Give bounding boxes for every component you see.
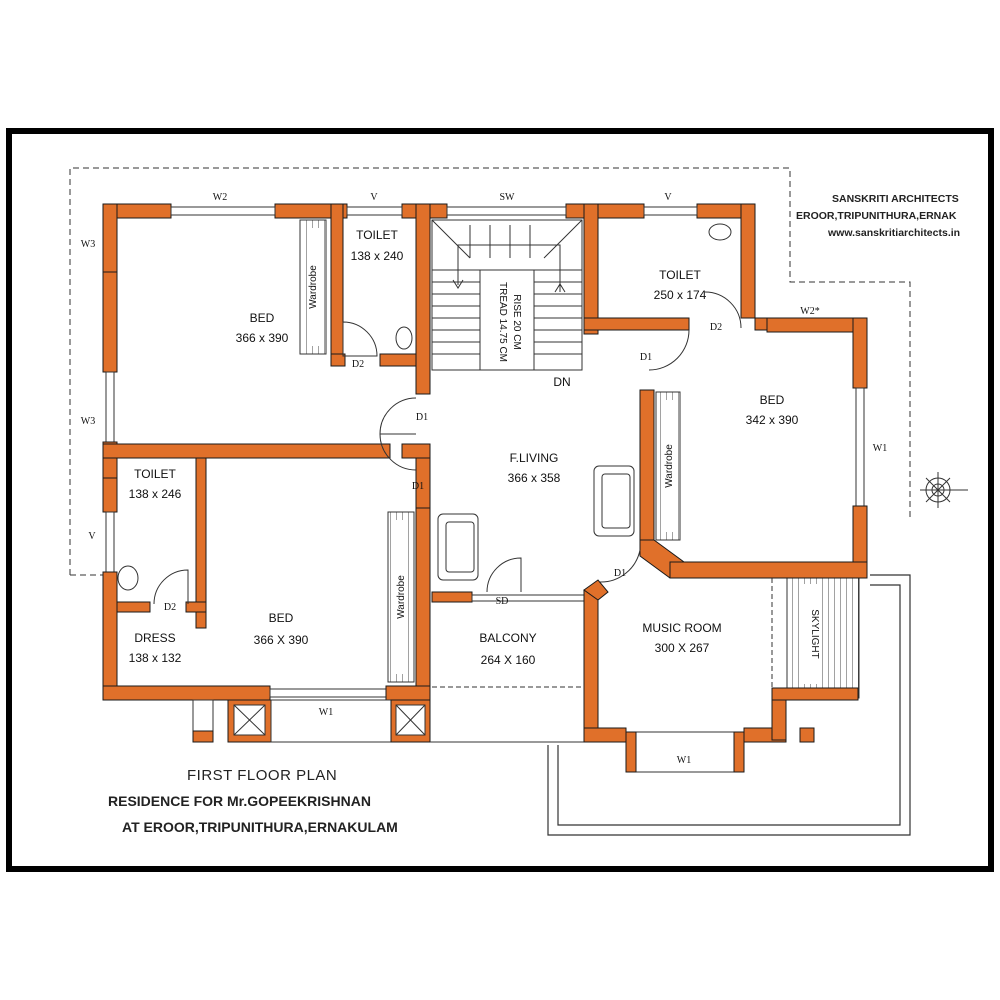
toilet2-name: TOILET <box>659 268 701 282</box>
living-name: F.LIVING <box>510 451 559 465</box>
title-line1: FIRST FLOOR PLAN <box>187 767 337 784</box>
firm-name: SANSKRITI ARCHITECTS <box>832 193 959 205</box>
window-w2-top: W2 <box>213 192 227 203</box>
bed1-size: 366 x 390 <box>236 331 289 345</box>
window-w1-bottom: W1 <box>319 707 333 718</box>
bed3-size: 366 X 390 <box>254 633 309 647</box>
north-compass-icon <box>920 472 968 508</box>
toilet1-size: 138 x 240 <box>351 249 404 263</box>
music-room-name: MUSIC ROOM <box>642 621 721 635</box>
staircase <box>431 219 583 371</box>
balcony-size: 264 X 160 <box>481 653 536 667</box>
window-w2star: W2* <box>800 306 819 317</box>
stair-rise: RISE 20 CM <box>511 294 522 350</box>
stair-tread: TREAD 14.75 CM <box>497 282 508 362</box>
door-d1-lower: D1 <box>412 481 424 492</box>
window-w3-upper: W3 <box>81 239 95 250</box>
skylight <box>786 577 860 699</box>
drawing-sheet <box>12 134 988 866</box>
title-line3: AT EROOR,TRIPUNITHURA,ERNAKULAM <box>122 819 398 835</box>
bed3-name: BED <box>269 611 294 625</box>
toilet1-name: TOILET <box>356 228 398 242</box>
fixtures <box>117 223 732 591</box>
window-sw-top: SW <box>500 192 516 203</box>
door-d1-music: D1 <box>614 568 626 579</box>
stair-down-label: DN <box>553 375 570 389</box>
toilet3-size: 138 x 246 <box>129 487 182 501</box>
living-size: 366 x 358 <box>508 471 561 485</box>
window-w3-lower: W3 <box>81 416 95 427</box>
window-w1-right: W1 <box>873 443 887 454</box>
dress-size: 138 x 132 <box>129 651 182 665</box>
door-d1-upper: D1 <box>416 412 428 423</box>
wardrobe-bed2-label: Wardrobe <box>664 444 675 488</box>
door-d1-bed2: D1 <box>640 352 652 363</box>
wardrobe-bed3-label: Wardrobe <box>396 575 407 619</box>
toilet3-name: TOILET <box>134 467 176 481</box>
skylight-label: SKYLIGHT <box>809 609 820 658</box>
door-d2-toilet3: D2 <box>164 602 176 613</box>
sunshade-outline <box>69 167 911 575</box>
terrace-outline <box>547 574 911 836</box>
music-room-size: 300 X 267 <box>655 641 710 655</box>
firm-address: EROOR,TRIPUNITHURA,ERNAK <box>796 210 957 222</box>
title-line2: RESIDENCE FOR Mr.GOPEEKRISHNAN <box>108 793 371 809</box>
bed2-size: 342 x 390 <box>746 413 799 427</box>
dress-name: DRESS <box>134 631 175 645</box>
walls <box>102 203 868 773</box>
vent-v-top-right: V <box>664 192 672 203</box>
door-d2-toilet2: D2 <box>710 322 722 333</box>
wardrobe-bed1-label: Wardrobe <box>308 265 319 309</box>
bed2-name: BED <box>760 393 785 407</box>
sliding-door-sd: SD <box>496 596 509 607</box>
balcony-name: BALCONY <box>479 631 536 645</box>
vent-v-left: V <box>88 531 96 542</box>
doors <box>153 291 742 605</box>
window-w1-music: W1 <box>677 755 691 766</box>
firm-website: www.sanskritiarchitects.in <box>827 227 960 239</box>
door-d2-toilet1: D2 <box>352 359 364 370</box>
toilet2-size: 250 x 174 <box>654 288 707 302</box>
vent-v-top-left: V <box>370 192 378 203</box>
bed1-name: BED <box>250 311 275 325</box>
